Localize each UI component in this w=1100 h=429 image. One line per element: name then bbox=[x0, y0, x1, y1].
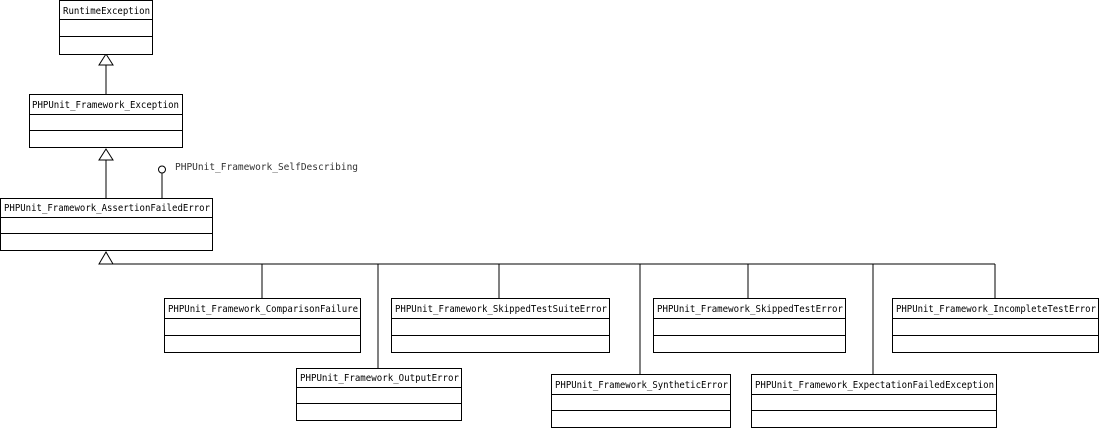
arrowhead-runtime-exception bbox=[98, 53, 114, 66]
class-assertion-failed-error[interactable]: PHPUnit_Framework_AssertionFailedError bbox=[0, 198, 213, 251]
interface-lollipop: PHPUnit_Framework_SelfDescribing bbox=[158, 162, 358, 198]
class-name: PHPUnit_Framework_ExpectationFailedExcep… bbox=[755, 380, 994, 391]
lollipop-circle-icon bbox=[158, 165, 166, 174]
class-skipped-test-error[interactable]: PHPUnit_Framework_SkippedTestError bbox=[653, 298, 846, 353]
class-name: PHPUnit_Framework_ComparisonFailure bbox=[168, 304, 358, 315]
class-name: PHPUnit_Framework_AssertionFailedError bbox=[4, 203, 210, 214]
class-name: PHPUnit_Framework_Exception bbox=[32, 100, 179, 111]
class-incomplete-test-error[interactable]: PHPUnit_Framework_IncompleteTestError bbox=[892, 298, 1099, 353]
class-name: RuntimeException bbox=[63, 6, 150, 17]
class-comparison-failure[interactable]: PHPUnit_Framework_ComparisonFailure bbox=[164, 298, 361, 353]
interface-label: PHPUnit_Framework_SelfDescribing bbox=[175, 162, 358, 173]
arrowhead-assertion-failed-error bbox=[98, 251, 114, 265]
class-name: PHPUnit_Framework_OutputError bbox=[300, 373, 459, 384]
class-expectation-failed-exception[interactable]: PHPUnit_Framework_ExpectationFailedExcep… bbox=[751, 374, 997, 428]
class-skipped-test-suite-error[interactable]: PHPUnit_Framework_SkippedTestSuiteError bbox=[391, 298, 610, 353]
class-runtime-exception[interactable]: RuntimeException bbox=[59, 0, 153, 55]
class-output-error[interactable]: PHPUnit_Framework_OutputError bbox=[296, 368, 462, 421]
arrowhead-framework-exception bbox=[98, 148, 114, 161]
class-name: PHPUnit_Framework_SyntheticError bbox=[555, 380, 728, 391]
class-name: PHPUnit_Framework_IncompleteTestError bbox=[896, 304, 1096, 315]
class-synthetic-error[interactable]: PHPUnit_Framework_SyntheticError bbox=[551, 374, 731, 428]
inheritance-edges bbox=[105, 65, 996, 374]
class-name: PHPUnit_Framework_SkippedTestSuiteError bbox=[395, 304, 607, 315]
generalization-arrows bbox=[98, 53, 114, 265]
class-framework-exception[interactable]: PHPUnit_Framework_Exception bbox=[29, 94, 183, 148]
class-name: PHPUnit_Framework_SkippedTestError bbox=[657, 304, 843, 315]
